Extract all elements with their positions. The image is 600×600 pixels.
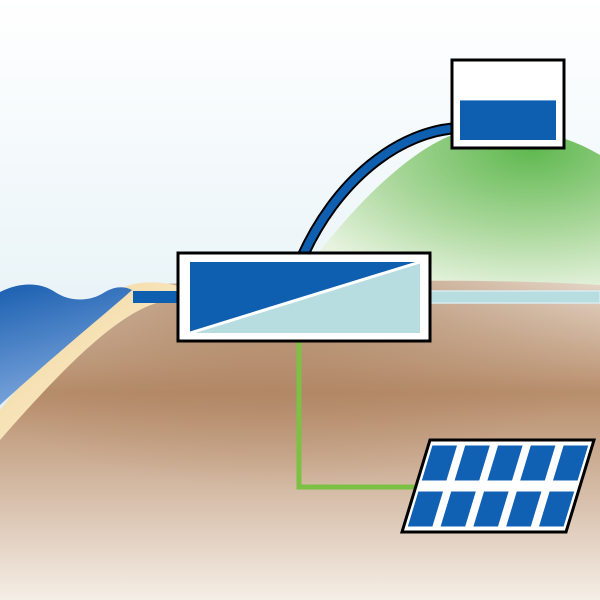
solar-cell bbox=[487, 445, 523, 481]
unit-membrane bbox=[189, 260, 421, 335]
tank-water-level bbox=[460, 100, 556, 140]
solar-cell bbox=[454, 445, 490, 481]
outlet-pipe-icon bbox=[427, 290, 600, 304]
intake-pipe-icon bbox=[133, 291, 180, 303]
solar-cell bbox=[407, 491, 443, 527]
solar-cell bbox=[421, 445, 457, 481]
solar-cell bbox=[553, 445, 589, 481]
supply-pipe-icon bbox=[296, 124, 461, 264]
solar-cell bbox=[506, 491, 542, 527]
solar-cell bbox=[520, 445, 556, 481]
solar-cell bbox=[473, 491, 509, 527]
solar-cell bbox=[539, 491, 575, 527]
solar-panel-icon bbox=[399, 438, 597, 534]
solar-cell bbox=[440, 491, 476, 527]
desalination-unit-icon bbox=[176, 251, 432, 343]
power-cable-icon bbox=[296, 340, 425, 490]
storage-tank-icon bbox=[450, 58, 566, 150]
sea bbox=[0, 284, 132, 405]
